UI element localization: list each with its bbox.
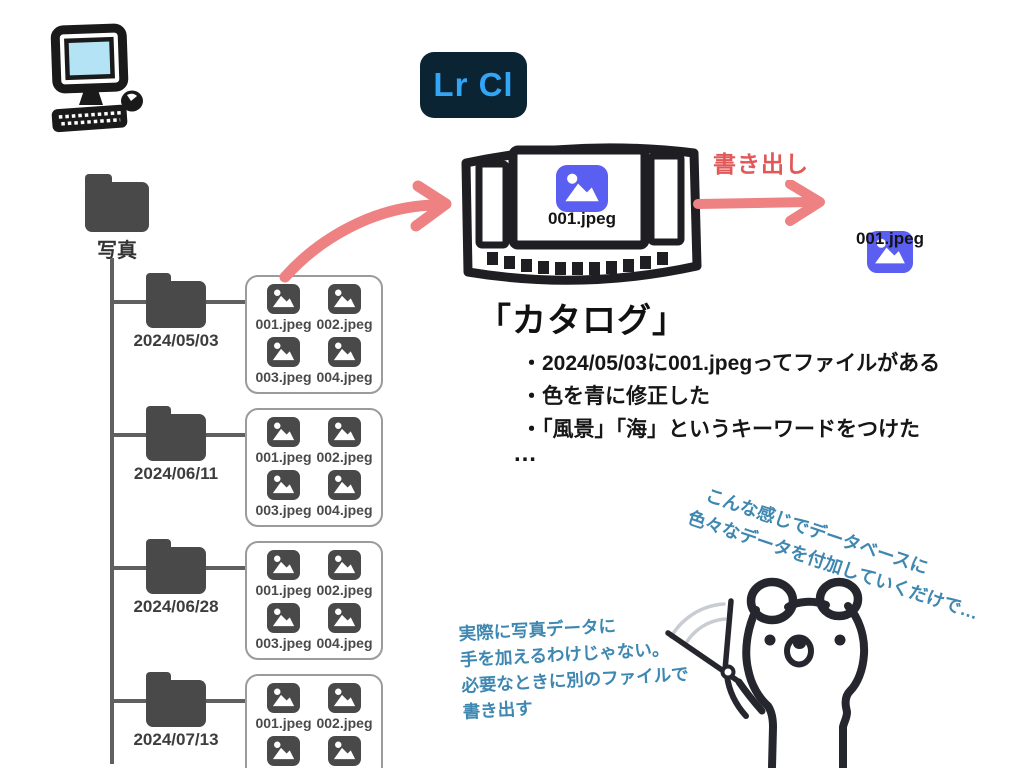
image-file-icon bbox=[267, 683, 300, 713]
folder-icon-shape bbox=[146, 273, 206, 328]
file-item: 003.jpeg bbox=[253, 336, 314, 388]
tree-branch-line bbox=[110, 433, 146, 437]
image-file-icon bbox=[267, 550, 300, 580]
import-arrow bbox=[279, 180, 452, 283]
tree-branch-line bbox=[110, 566, 146, 570]
tree-connector-line bbox=[206, 300, 246, 304]
catalog-ellipsis: … bbox=[513, 440, 537, 467]
computer-illustration bbox=[50, 23, 143, 133]
image-file-icon bbox=[267, 735, 300, 766]
file-item: 004.jpeg bbox=[314, 469, 375, 521]
file-item: 001.jpeg bbox=[253, 284, 314, 335]
file-name-label: 004.jpeg bbox=[316, 368, 373, 385]
tree-connector-line bbox=[206, 433, 246, 437]
file-name-label: 001.jpeg bbox=[255, 449, 312, 465]
filmstrip-illustration bbox=[461, 143, 702, 285]
catalog-notes: ・2024/05/03に001.jpegってファイルがある ・色を青に修正した … bbox=[521, 347, 940, 446]
folder-icon-shape bbox=[146, 406, 206, 461]
folder-date-label: 2024/07/13 bbox=[133, 730, 219, 749]
exported-image-icon bbox=[867, 231, 913, 273]
file-item: 003.jpeg bbox=[253, 469, 314, 521]
file-item: 001.jpeg bbox=[253, 550, 314, 601]
date-folder-icon bbox=[146, 273, 206, 328]
catalog-note-line: ・「風景」「海」というキーワードをつけた bbox=[521, 418, 920, 441]
file-item: 003.jpeg bbox=[253, 602, 314, 654]
file-item: 002.jpeg bbox=[314, 683, 375, 734]
folder-date-label: 2024/06/11 bbox=[133, 464, 219, 483]
date-folder-icon bbox=[146, 539, 206, 594]
image-file-icon bbox=[267, 336, 300, 367]
image-file-icon bbox=[267, 417, 300, 447]
file-item: 004.jpeg bbox=[314, 602, 375, 654]
file-item: 002.jpeg bbox=[314, 417, 375, 468]
tree-connector-line bbox=[206, 566, 246, 570]
file-name-label: 002.jpeg bbox=[316, 316, 373, 332]
date-folder-icon bbox=[146, 406, 206, 461]
catalog-image-icon bbox=[556, 165, 608, 212]
tree-connector-line bbox=[206, 699, 246, 703]
root-folder-label: 写真 bbox=[97, 240, 137, 262]
image-file-icon bbox=[267, 469, 300, 500]
lightroom-classic-badge-label: Lr Cl bbox=[433, 66, 514, 103]
file-name-label: 002.jpeg bbox=[316, 715, 373, 731]
image-file-icon bbox=[267, 284, 300, 314]
bear-with-scissors-illustration bbox=[665, 577, 869, 768]
image-file-icon bbox=[328, 735, 361, 766]
catalog-note-line: ・2024/05/03に001.jpegってファイルがある bbox=[521, 352, 941, 375]
file-item: 002.jpeg bbox=[314, 550, 375, 601]
file-name-label: 001.jpeg bbox=[255, 582, 312, 598]
file-name-label: 003.jpeg bbox=[255, 634, 312, 651]
image-file-icon bbox=[328, 417, 361, 447]
catalog-note-line: ・色を青に修正した bbox=[521, 385, 710, 408]
file-name-label: 003.jpeg bbox=[255, 368, 312, 385]
file-name-label: 002.jpeg bbox=[316, 449, 373, 465]
tree-branch-line bbox=[110, 300, 146, 304]
file-item: 001.jpeg bbox=[253, 683, 314, 734]
folder-date-label: 2024/05/03 bbox=[133, 331, 219, 350]
file-name-label: 003.jpeg bbox=[255, 501, 312, 518]
catalog-file-label: 001.jpeg bbox=[547, 209, 617, 228]
image-file-icon bbox=[328, 683, 361, 713]
tree-branch-line bbox=[110, 699, 146, 703]
export-arrow bbox=[693, 180, 825, 226]
image-file-icon bbox=[267, 602, 300, 633]
exported-file-label: 001.jpeg bbox=[855, 229, 925, 248]
file-name-label: 004.jpeg bbox=[316, 501, 373, 518]
folder-icon-shape bbox=[146, 672, 206, 727]
file-name-label: 001.jpeg bbox=[255, 715, 312, 731]
file-name-label: 001.jpeg bbox=[255, 316, 312, 332]
folder-date-label: 2024/06/28 bbox=[133, 597, 219, 616]
file-item: 001.jpeg bbox=[253, 417, 314, 468]
file-name-label: 002.jpeg bbox=[316, 582, 373, 598]
file-name-label: 004.jpeg bbox=[316, 634, 373, 651]
folder-icon-shape bbox=[85, 174, 149, 232]
file-item: 004.jpeg bbox=[314, 735, 375, 768]
file-item: 003.jpeg bbox=[253, 735, 314, 768]
file-item: 004.jpeg bbox=[314, 336, 375, 388]
folder-row: 2024/07/13 001.jpeg002.jpeg003.jpeg004.jp… bbox=[0, 672, 1024, 768]
image-file-icon bbox=[328, 336, 361, 367]
export-label: 書き出し bbox=[713, 151, 809, 177]
image-file-icon bbox=[328, 602, 361, 633]
tree-trunk-line bbox=[110, 258, 114, 764]
lightroom-classic-badge: Lr Cl bbox=[420, 52, 527, 118]
image-file-icon bbox=[328, 469, 361, 500]
root-folder-icon bbox=[85, 174, 149, 232]
image-file-icon bbox=[328, 550, 361, 580]
catalog-heading: 「カタログ」 bbox=[477, 302, 687, 340]
file-item: 002.jpeg bbox=[314, 284, 375, 335]
image-file-icon bbox=[328, 284, 361, 314]
folder-icon-shape bbox=[146, 539, 206, 594]
date-folder-icon bbox=[146, 672, 206, 727]
